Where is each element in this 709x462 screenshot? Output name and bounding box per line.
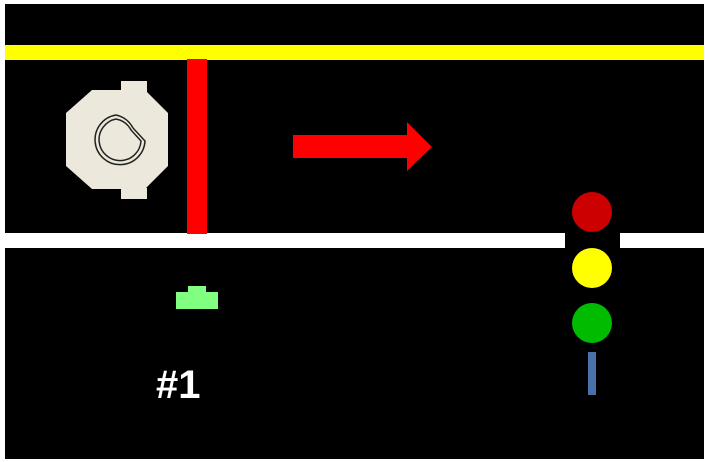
traffic-light-red bbox=[572, 192, 612, 232]
green-marker-base bbox=[176, 292, 218, 309]
white-lane-line-left bbox=[5, 233, 565, 248]
traffic-light-green bbox=[572, 303, 612, 343]
red-barrier bbox=[187, 59, 207, 234]
green-marker-top bbox=[188, 286, 206, 292]
robot-bottom-tab bbox=[121, 188, 147, 199]
road-surface bbox=[5, 4, 704, 459]
white-lane-line-right bbox=[620, 233, 704, 248]
robot-body bbox=[66, 90, 168, 189]
traffic-light-yellow bbox=[572, 248, 612, 288]
yellow-lane-line bbox=[5, 45, 704, 60]
scene-label: #1 bbox=[156, 363, 201, 407]
traffic-light-pole bbox=[588, 352, 596, 395]
